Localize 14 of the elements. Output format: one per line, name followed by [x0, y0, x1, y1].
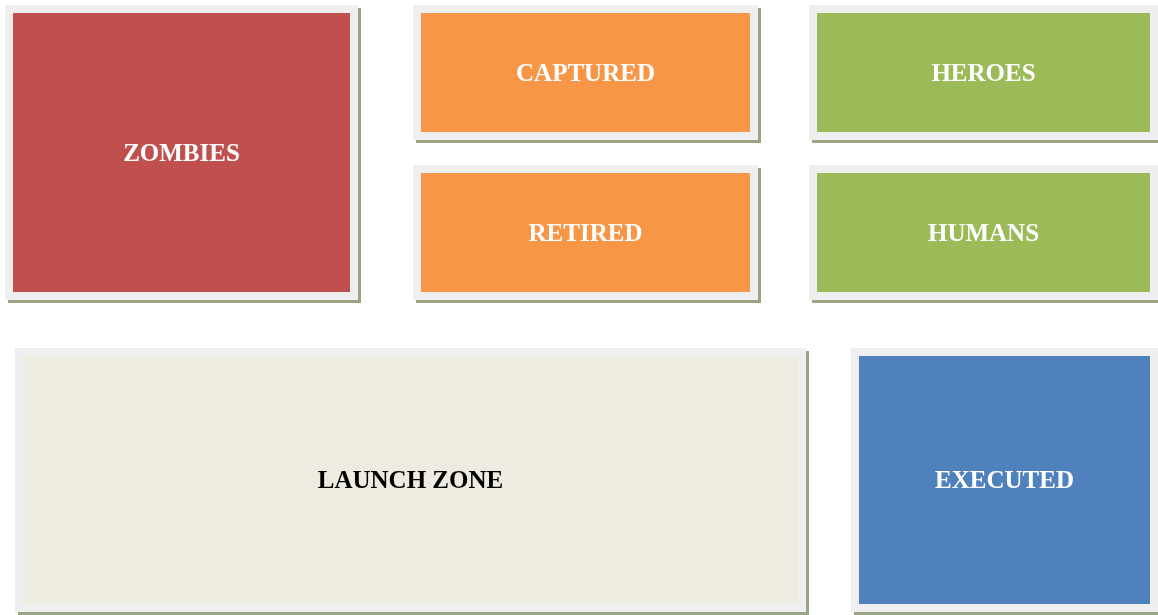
category-box [809, 165, 1158, 300]
category-box [851, 348, 1158, 612]
category-box [15, 348, 806, 612]
category-box [413, 5, 758, 140]
box-label: ZOMBIES [123, 138, 240, 167]
box-label: HUMANS [927, 218, 1040, 247]
box-label: LAUNCH ZONE [317, 466, 504, 494]
category-box [413, 165, 758, 300]
category-box [809, 5, 1158, 140]
category-box [5, 5, 358, 300]
box-label: EXECUTED [935, 466, 1074, 494]
box-label: HEROES [931, 58, 1036, 87]
box-label: CAPTURED [516, 58, 655, 87]
box-label: RETIRED [528, 218, 643, 247]
